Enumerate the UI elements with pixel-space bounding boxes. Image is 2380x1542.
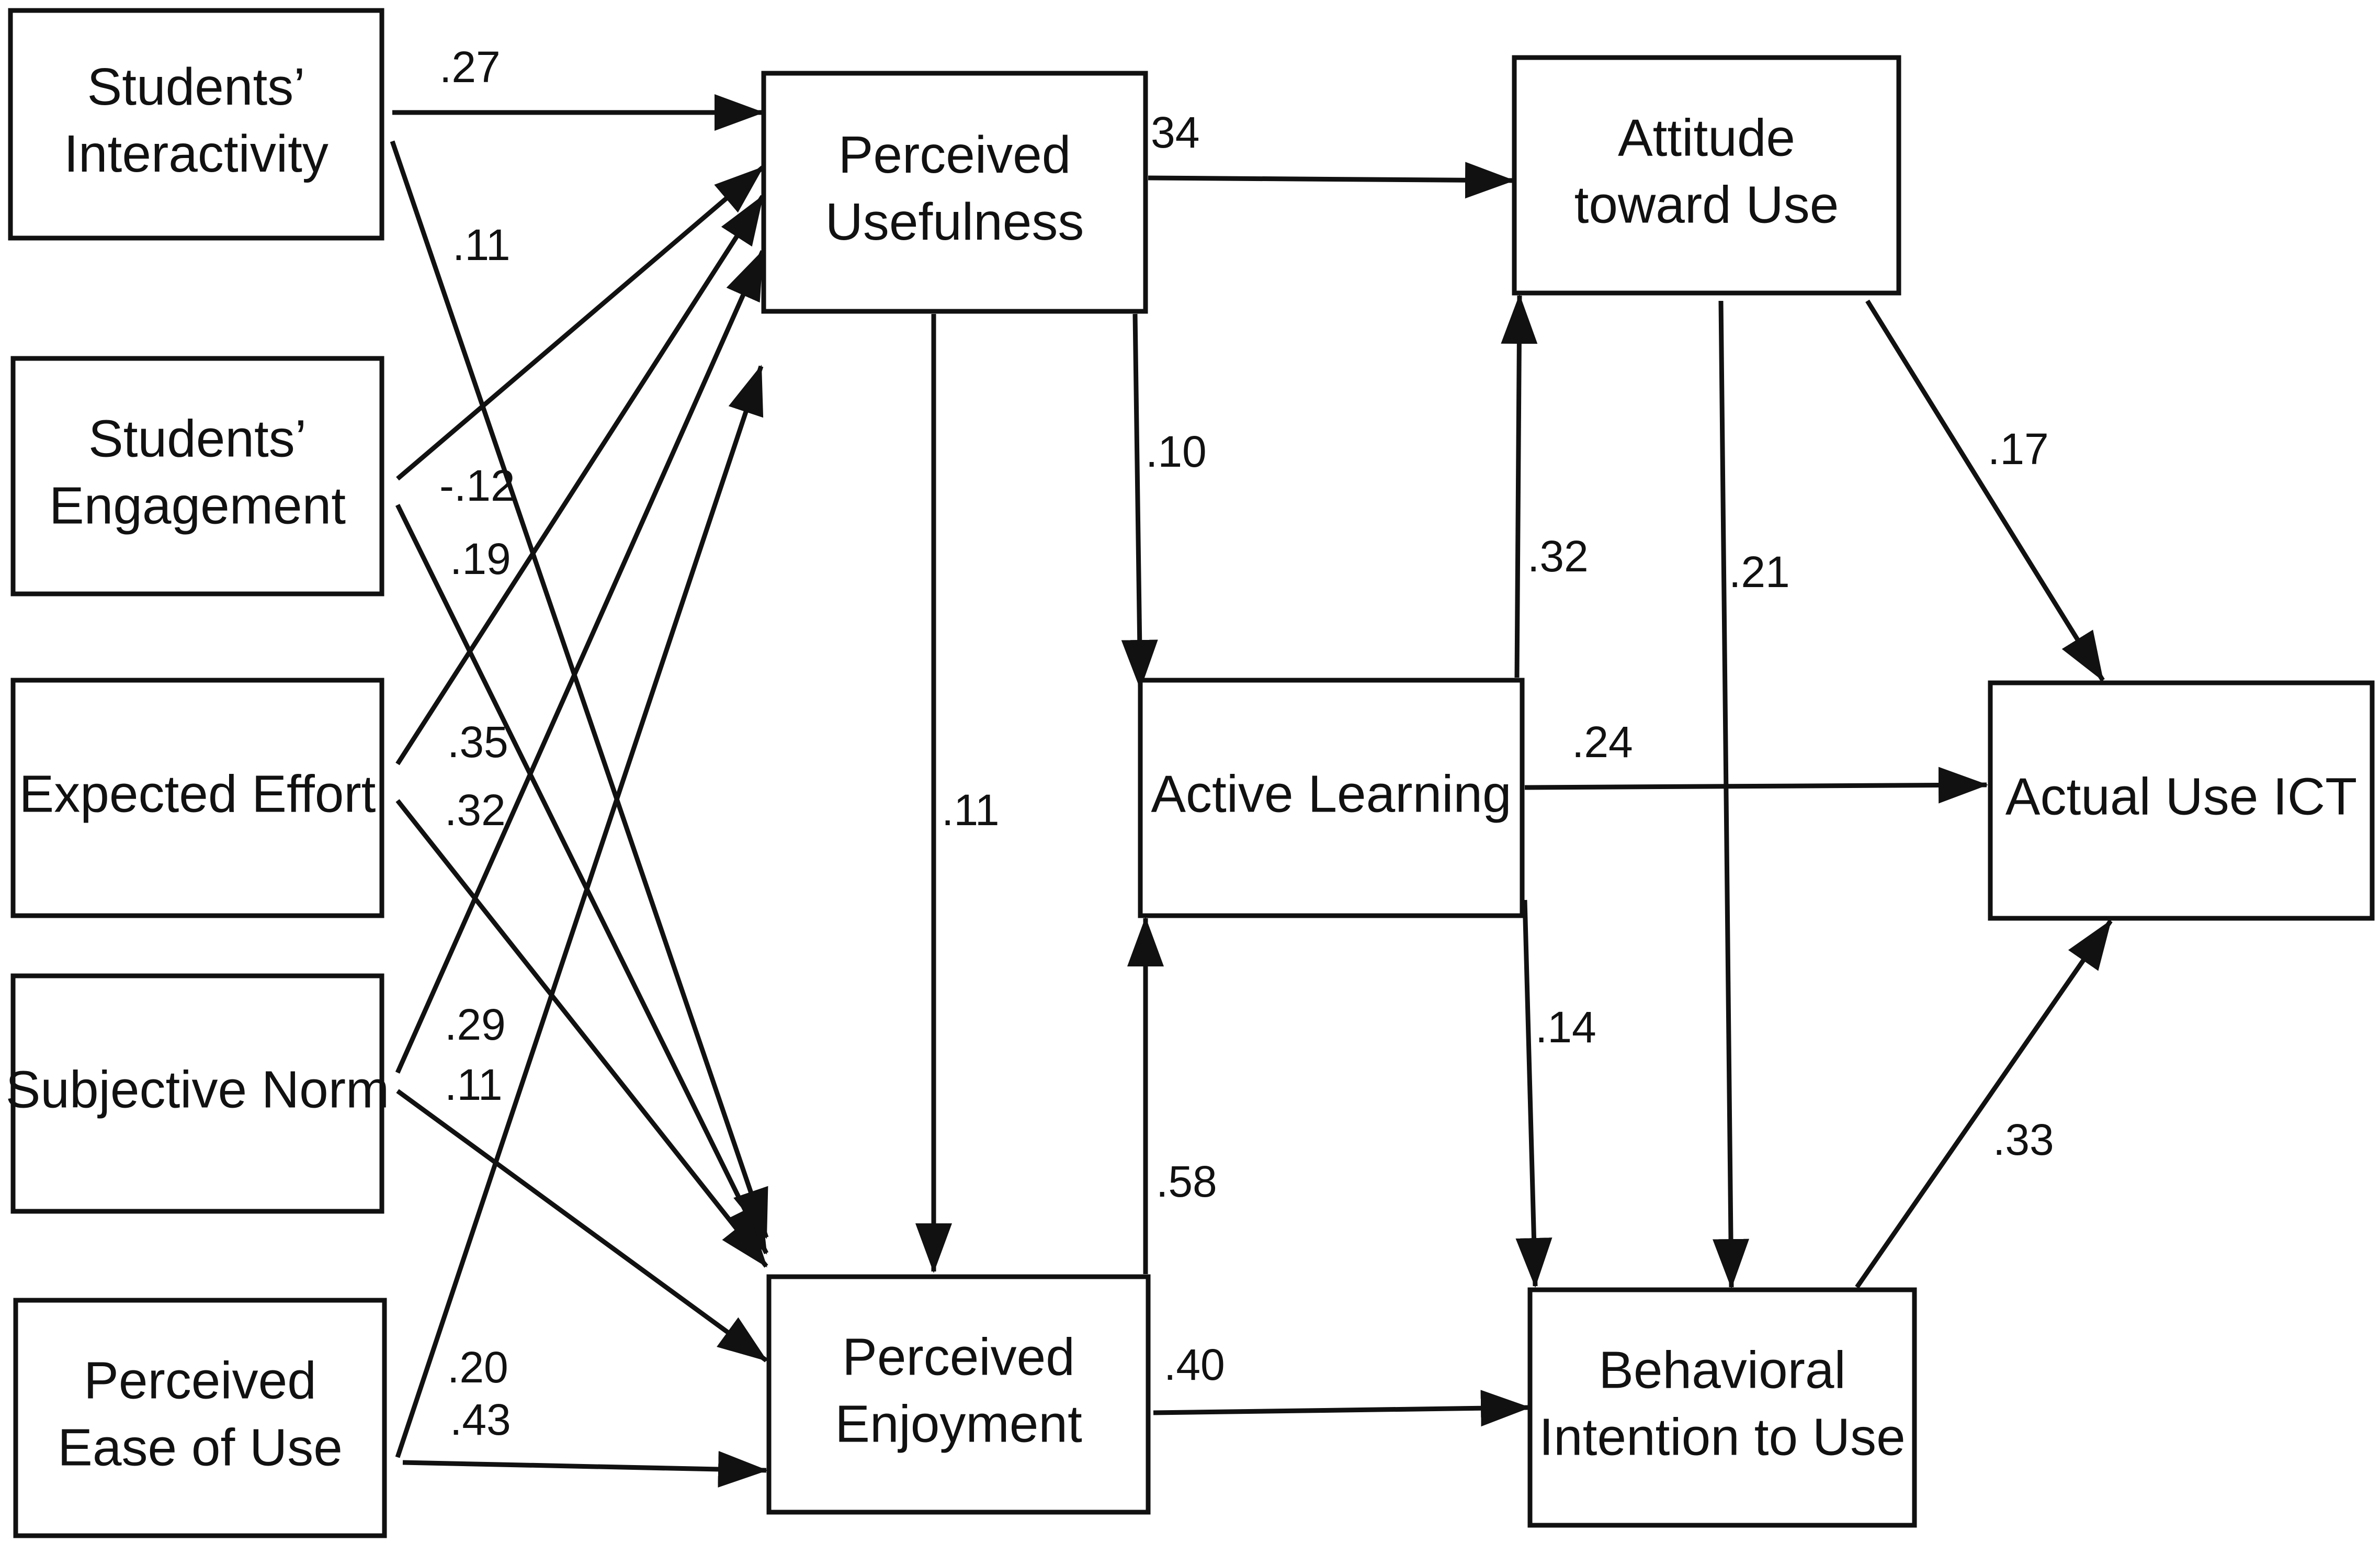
node-label: Subjective Norm	[6, 1060, 390, 1119]
edge-sn-pu	[395, 250, 765, 1074]
node-label: Enjoyment	[835, 1394, 1082, 1453]
edge-label-sn-pu: .29	[445, 1000, 506, 1049]
node-box	[13, 1298, 387, 1538]
edge-label-se-pe: .19	[450, 534, 511, 583]
edge-se-pe	[395, 504, 769, 1255]
node-label: Attitude	[1618, 108, 1795, 167]
edge-al-au	[1524, 767, 1988, 804]
edge-label-peou-pu: .20	[447, 1343, 508, 1392]
edge-at-au	[1865, 299, 2105, 682]
node-box	[10, 973, 384, 1214]
node-al: Active Learning	[1138, 678, 1525, 918]
edge-label-ee-pe: .32	[445, 785, 506, 835]
edge-label-se-pu: -.12	[439, 461, 515, 510]
node-label: Engagement	[49, 476, 346, 535]
edge-label-pe-bi: .40	[1164, 1340, 1225, 1389]
node-label: Usefulness	[825, 193, 1084, 251]
edge-label-peou-pe: .43	[450, 1395, 511, 1444]
edge-label-at-bi: .21	[1729, 547, 1790, 596]
edge-se-pu	[396, 165, 764, 481]
node-box	[1988, 680, 2375, 921]
edge-label-al-bi: .14	[1535, 1003, 1596, 1052]
node-box	[10, 356, 384, 596]
edges-layer	[390, 94, 2113, 1488]
node-label: Students’	[88, 409, 307, 468]
node-box	[761, 71, 1148, 314]
node-box	[766, 1274, 1151, 1515]
labels-layer: .27 .11 -.12 .19 .35 .32 .29 .11 .20.43 34 .10 .11.…	[439, 42, 2054, 1444]
node-box	[1138, 678, 1525, 918]
edge-ee-pu	[395, 195, 765, 766]
edge-label-pu-pe: .11	[942, 785, 1000, 835]
edge-label-at-au: .17	[1988, 424, 2049, 474]
edge-bi-au	[1855, 919, 2113, 1289]
node-label: Ease of Use	[58, 1418, 343, 1477]
edge-label-bi-au: .33	[1993, 1115, 2054, 1164]
edge-label-pu-al: .10	[1146, 427, 1207, 476]
edge-label-al-au: .24	[1572, 717, 1633, 767]
node-label: toward Use	[1574, 175, 1839, 234]
edge-sn-pe	[396, 1089, 768, 1363]
node-box	[8, 8, 384, 241]
nodes-layer: Students’InteractivityStudents’Engagemen…	[6, 8, 2375, 1538]
node-label: Students’	[87, 58, 305, 116]
edge-peou-pu	[395, 365, 764, 1458]
edge-label-pu-at: 34	[1151, 108, 1199, 157]
node-label: Expected Effort	[19, 764, 376, 823]
edge-at-bi	[1713, 300, 1750, 1289]
node-label: Perceived	[842, 1327, 1075, 1386]
node-label: Perceived	[838, 126, 1071, 184]
edge-label-al-at: .32	[1527, 532, 1589, 581]
edge-label-si-pu: .27	[439, 42, 501, 92]
edge-label-ee-pu: .35	[447, 717, 508, 767]
edge-peou-pe	[402, 1451, 768, 1488]
edge-pe-bi	[1153, 1390, 1531, 1427]
node-label: Intention to Use	[1539, 1408, 1905, 1466]
edge-pu-at	[1148, 162, 1515, 199]
edge-label-sn-pe: .11	[445, 1060, 503, 1109]
node-label: Active Learning	[1151, 764, 1511, 823]
node-si: Students’ Interactivity	[8, 8, 384, 241]
node-label: Actual Use ICT	[2005, 767, 2357, 826]
node-se: Students’ Engagement	[10, 356, 384, 596]
edge-si-pe	[390, 140, 769, 1239]
node-sn: Subjective Norm	[6, 973, 390, 1214]
node-label: Perceived	[84, 1351, 316, 1410]
node-ee: Expected Effort	[10, 678, 384, 918]
node-box	[1527, 1287, 1917, 1528]
node-au: Actual Use ICT	[1988, 680, 2375, 921]
edge-label-pe-al: .58	[1156, 1157, 1217, 1206]
node-label: Behavioral	[1599, 1341, 1846, 1399]
node-box	[10, 678, 384, 918]
node-box	[1512, 55, 1901, 296]
edge-pu-al	[1121, 313, 1158, 690]
edge-al-bi	[1515, 899, 1552, 1288]
edge-al-at	[1501, 294, 1538, 678]
node-at: Attitude toward Use	[1512, 55, 1901, 296]
node-label: Interactivity	[64, 125, 328, 183]
edge-label-si-pe: .11	[452, 220, 511, 269]
edge-ee-pe	[395, 799, 768, 1268]
